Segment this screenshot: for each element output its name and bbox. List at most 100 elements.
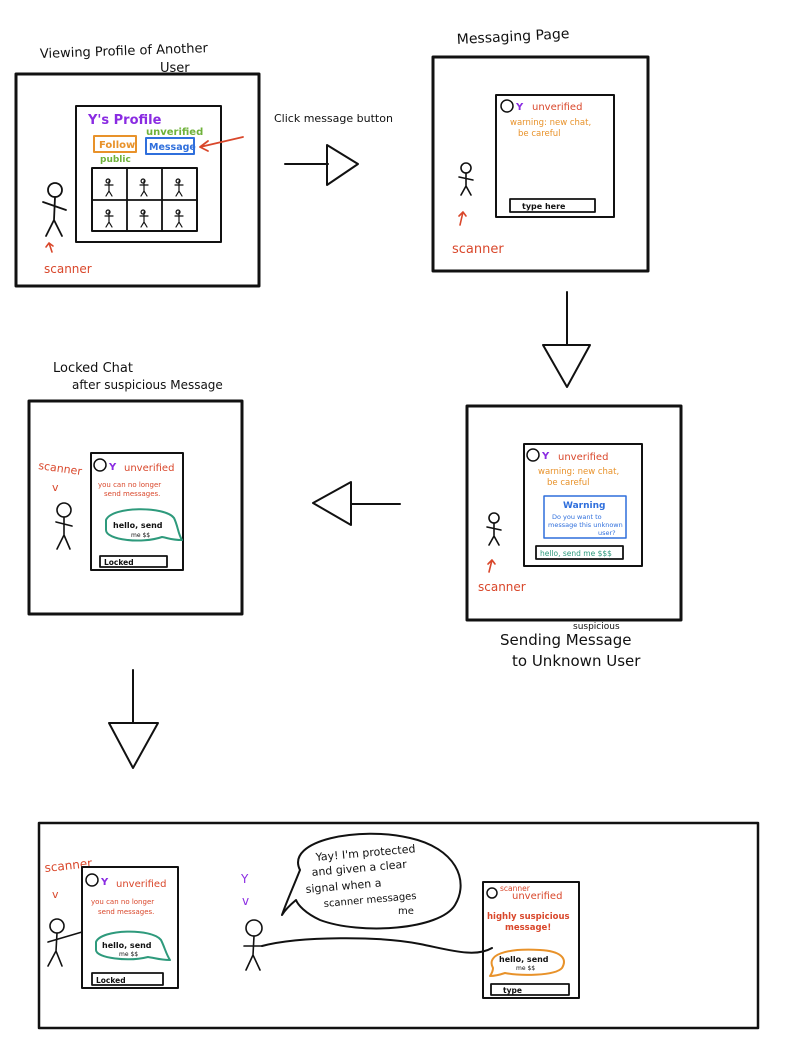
final-left-input-text: Locked [96,976,126,985]
locked-notice-1: you can no longer [98,481,161,489]
warning-dialog-title: Warning [563,501,605,511]
phone-connection-line [261,937,493,954]
scanner-stick-figure [47,918,83,967]
messaging-screen [495,94,615,218]
profile-panel-title: Viewing Profile of Another [40,41,209,62]
messaging-unverified: unverified [532,102,582,113]
scanner-label: scanner [38,459,84,478]
messaging-warning-1: warning: new chat, [510,118,591,128]
scanner-v-mark: v [52,888,59,901]
final-right-screen [482,881,580,999]
scanner-stick-figure [42,182,67,237]
final-left-screen [81,866,179,989]
locked-unverified: unverified [124,463,174,474]
messaging-panel: Messaging Page Y unverified warning: new… [431,26,650,273]
locked-user: Y [108,462,117,473]
final-right-bubble-1: hello, send [499,955,549,964]
messaging-phone-frame [431,55,650,273]
arrow-messaging-to-sending [542,291,591,388]
locked-phone-frame [27,399,244,616]
locked-message-bubble [105,508,183,542]
profile-phone-frame [14,72,261,288]
locked-input[interactable] [99,555,168,568]
message-button[interactable] [145,137,195,155]
final-right-input-text: type [503,986,522,995]
final-left-bubble-1: hello, send [102,941,152,950]
scanner-pointer-arrow [45,242,54,253]
final-frame [37,821,760,1030]
locked-screen [90,452,184,571]
profile-title: Y's Profile [87,113,162,128]
profile-panel: Viewing Profile of Another User Y's Prof… [14,41,261,288]
scanner-stick-figure [458,162,474,196]
messaging-warning-2: be careful [518,129,561,139]
messaging-input-placeholder: type here [522,202,566,211]
arrow-profile-to-messaging: Click message button [274,112,393,186]
scanner-label: scanner [452,242,504,257]
follow-button-label: Follow [99,140,135,151]
profile-screen [75,105,222,243]
scanner-pointer-arrow [487,559,496,573]
final-panel: scanner v Y unverified you can no longer… [37,821,760,1030]
locked-bubble-2: me $$ [131,532,150,539]
sending-panel: Y unverified warning: new chat, be caref… [465,404,683,670]
post-grid-lines [91,167,198,232]
sending-input-text: hello, send me $$$ [540,549,612,558]
locked-avatar [93,458,107,472]
final-right-input[interactable] [490,983,570,996]
locked-input-text: Locked [104,558,134,567]
message-pointer-arrow [199,136,244,152]
warning-dialog [543,495,627,539]
locked-panel: Locked Chat after suspicious Message Y u… [27,361,244,616]
final-left-bubble-2: me $$ [119,951,138,958]
message-button-label: Message [149,142,196,153]
messaging-panel-title: Messaging Page [456,26,569,48]
final-left-unverified: unverified [116,879,166,890]
messaging-user: Y [515,102,524,113]
sending-user: Y [541,451,550,462]
messaging-input[interactable] [509,198,596,213]
sending-panel-title-1: Sending Message [500,631,631,649]
follow-button[interactable] [93,135,137,153]
profile-unverified: unverified [146,127,203,138]
sending-warning-1: warning: new chat, [538,467,619,477]
speech-line-5: me [398,906,414,917]
sending-title-insert: suspicious [573,622,620,632]
arrow-sending-to-locked [312,481,401,526]
post-figures [104,178,184,228]
profile-panel-title-2: User [160,61,190,76]
sending-screen [523,443,643,567]
locked-panel-title-2: after suspicious Message [72,378,223,392]
final-left-notice-2: send messages. [98,908,154,916]
scanner-pointer-arrow [458,211,467,226]
sending-phone-frame [465,404,683,622]
final-left-avatar [85,873,99,887]
final-right-bubble [489,948,565,977]
sending-input[interactable] [535,545,624,560]
scanner-v-mark: v [52,481,59,494]
final-right-bubble-2: me $$ [516,965,535,972]
sending-panel-title-2: to Unknown User [512,652,641,670]
y-stick-figure [243,919,263,971]
locked-notice-2: send messages. [104,490,160,498]
y-label: Y [240,872,249,886]
scanner-label: scanner [44,856,93,875]
arrow-locked-to-final [108,669,159,769]
final-left-user: Y [100,877,109,888]
y-v-mark: v [242,894,249,908]
warning-dialog-line-3: user? [598,529,616,537]
speech-bubble [281,832,462,930]
scanner-stick-figure [55,502,73,550]
sending-warning-2: be careful [547,478,590,488]
final-right-alert-1: highly suspicious [487,912,570,922]
scanner-label: scanner [44,262,92,276]
final-left-input[interactable] [91,972,164,986]
final-right-sender: scanner [500,884,531,893]
locked-bubble-1: hello, send [113,521,163,530]
locked-panel-title-1: Locked Chat [53,361,133,376]
final-right-unverified: unverified [512,891,562,902]
sending-unverified: unverified [558,452,608,463]
final-right-avatar [486,887,498,899]
arrow1-label: Click message button [274,112,393,125]
